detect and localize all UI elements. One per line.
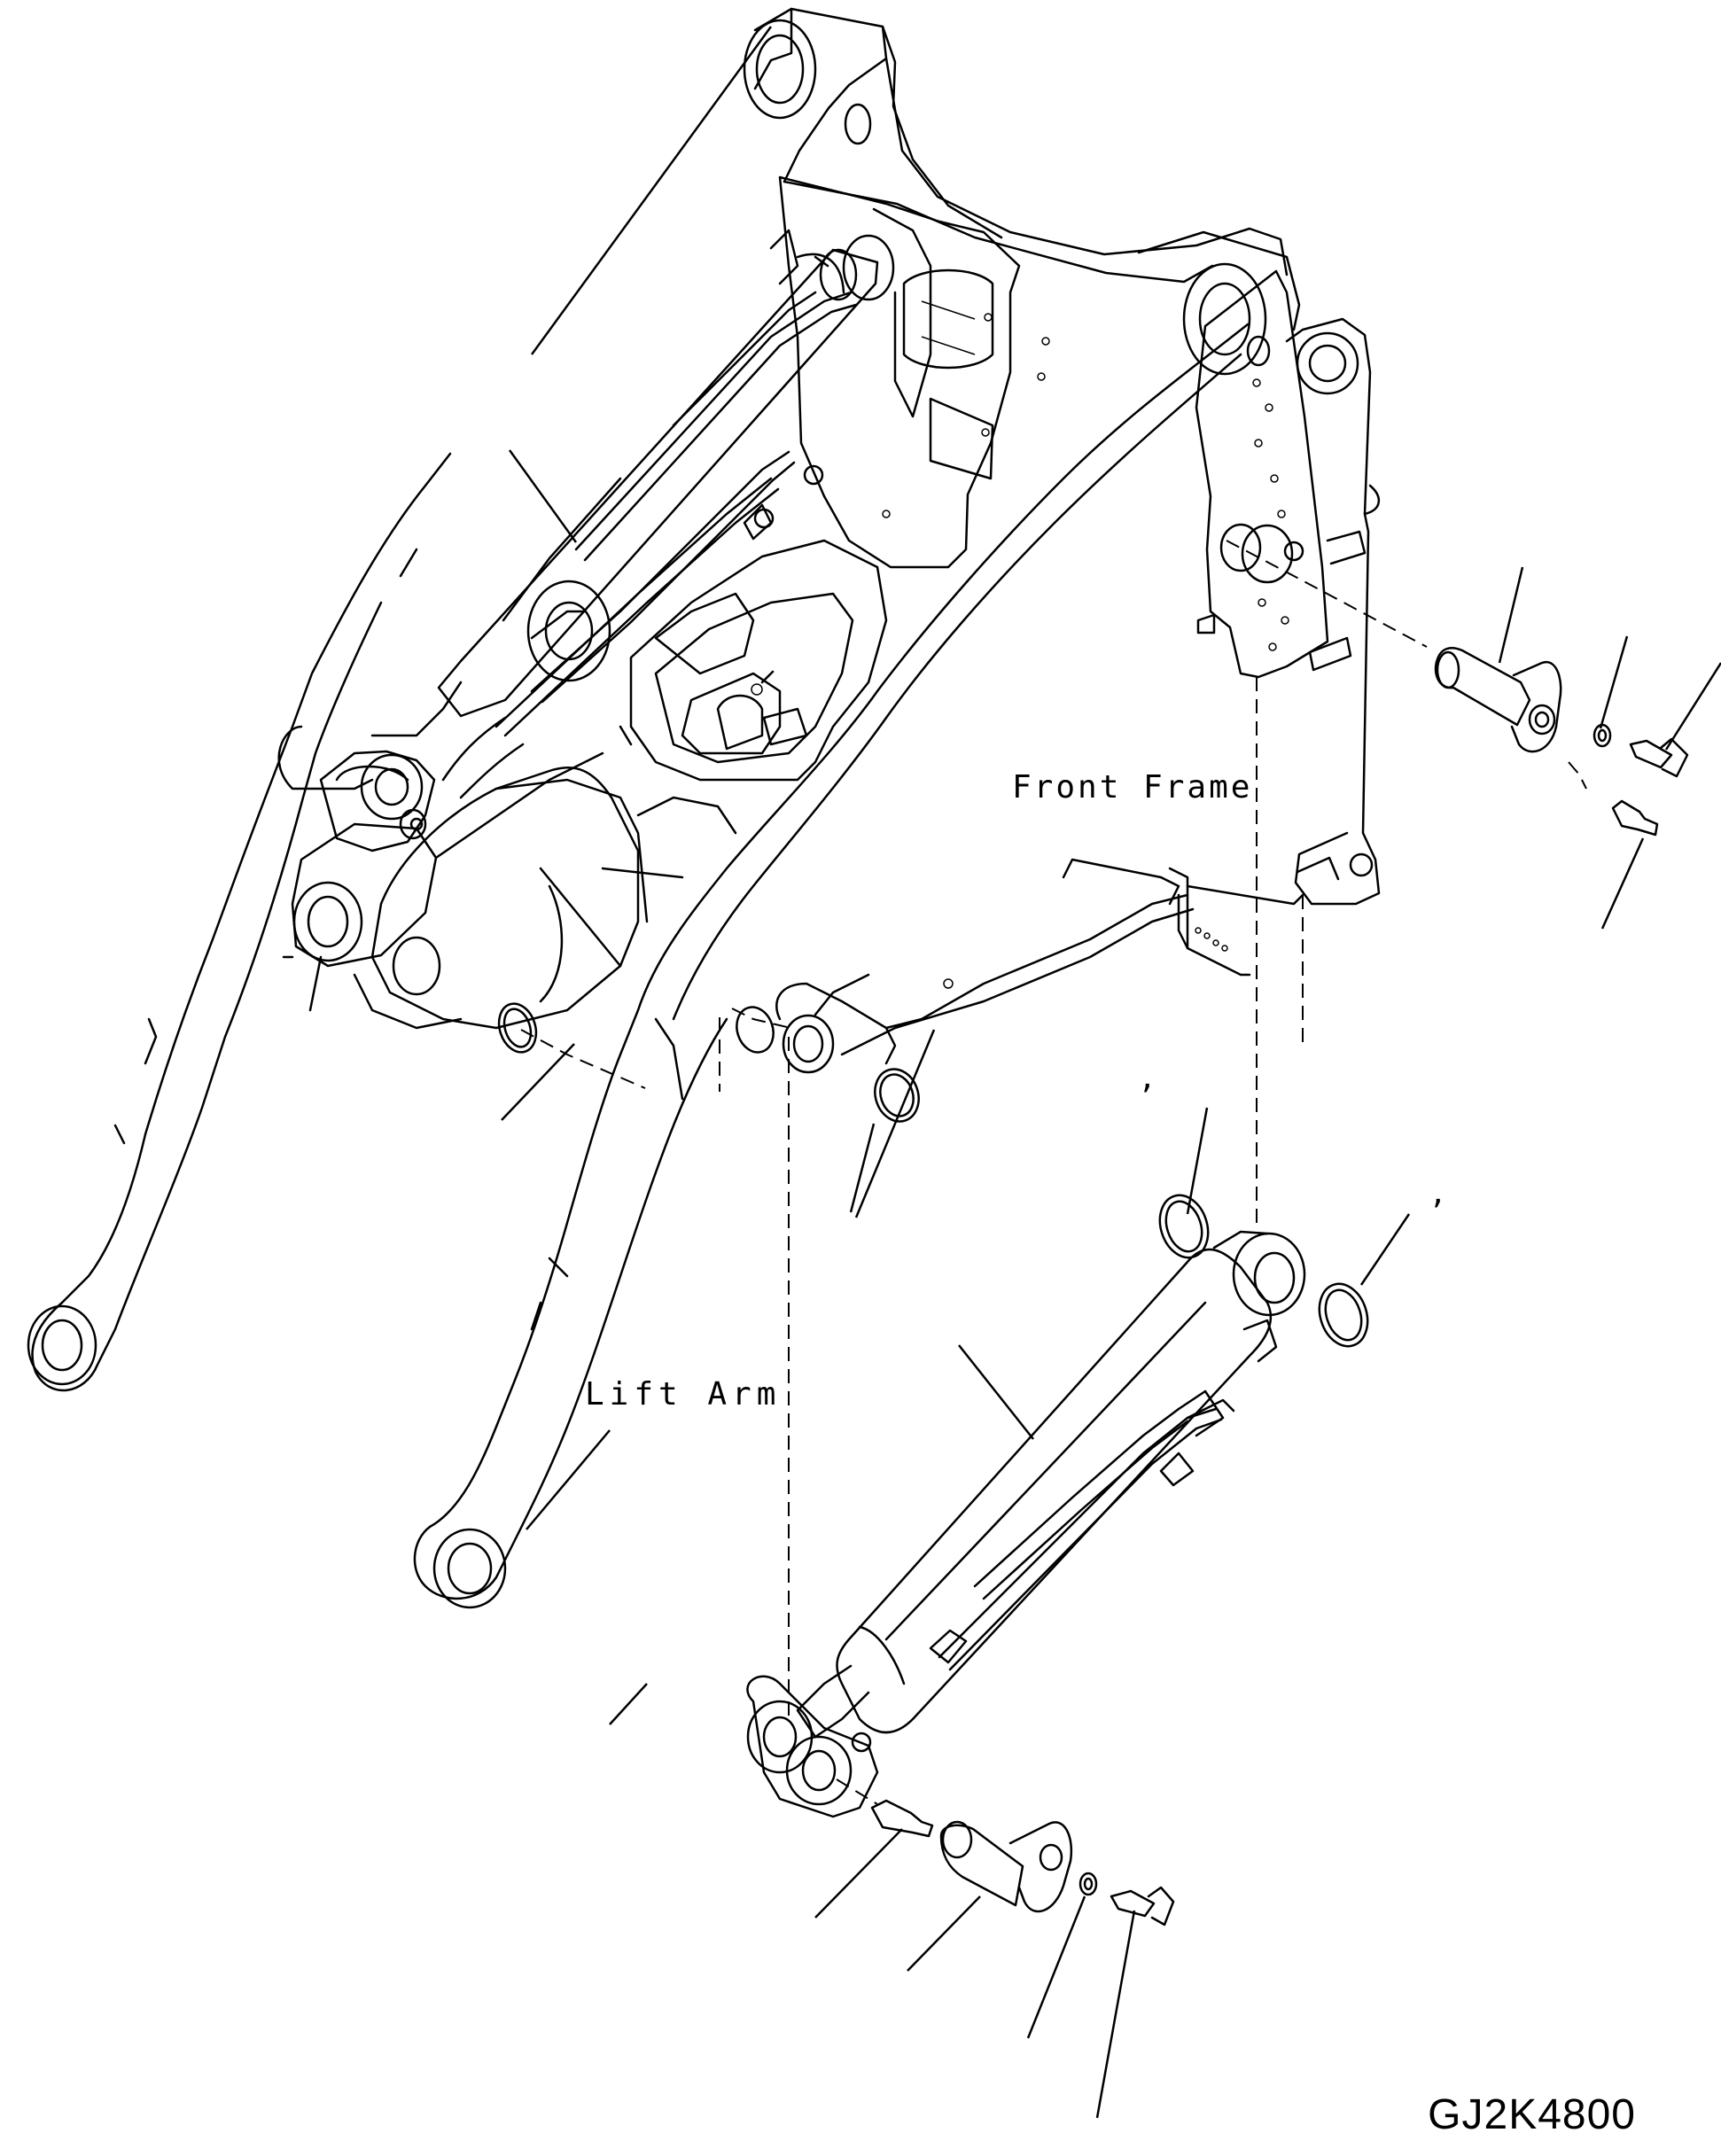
assembly-lines — [521, 541, 1586, 1804]
front-frame-label: Front Frame — [1012, 769, 1253, 806]
front-frame — [439, 9, 1379, 904]
drawing-code: GJ2K4800 — [1428, 2091, 1636, 2138]
leader-lines — [502, 27, 1721, 2118]
reference-mark: , — [1432, 1171, 1444, 1212]
pin-upper — [1436, 648, 1687, 835]
lift-arm-left — [28, 454, 603, 1390]
washers — [493, 999, 1375, 1352]
reference-mark: , — [1141, 1056, 1153, 1097]
pin-lower — [872, 1801, 1173, 1925]
cross-tube — [279, 682, 736, 1028]
lift-arm-label: Lift Arm — [585, 1376, 782, 1413]
lift-arm-right — [415, 324, 1303, 1607]
lift-cylinder — [747, 1232, 1304, 1817]
